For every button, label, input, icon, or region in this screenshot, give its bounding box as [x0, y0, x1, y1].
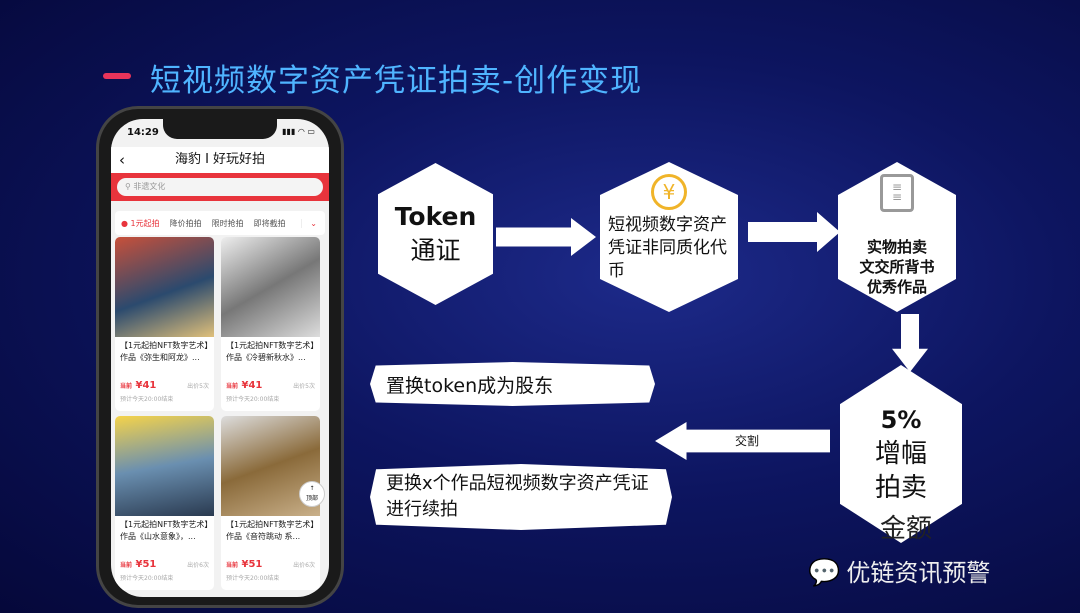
card-bids: 出价5次	[187, 383, 209, 390]
wechat-icon: 💬	[808, 558, 841, 588]
card-title: 【1元起拍NFT数字艺术】作品《山水意象》，...	[120, 520, 209, 541]
wechat-watermark: 💬 优链资讯预警	[808, 558, 991, 588]
token-label: Token	[394, 201, 477, 231]
product-card[interactable]: 【1元起拍NFT数字艺术】作品《冷碧新秋水》... 当前 ¥41 出价5次 预计…	[221, 237, 320, 411]
search-icon: ⚲	[125, 182, 134, 191]
arrow-down	[892, 314, 928, 372]
banner-reauction: 更换x个作品短视频数字资产凭证进行续拍	[370, 464, 672, 530]
status-time: 14:29	[127, 127, 159, 138]
category-tabs: ● 1元起拍 降价拍拍 限时抢拍 即将截拍 ⌄	[115, 211, 325, 235]
card-price: 当前 ¥51	[120, 559, 157, 570]
chevron-down-icon[interactable]: ⌄	[301, 218, 325, 228]
card-bids: 出价5次	[293, 383, 315, 390]
arrow-right-2	[748, 212, 840, 252]
nft-label: 短视频数字资产凭证非同质化代币	[608, 215, 727, 281]
arrow-right-1	[496, 218, 596, 256]
search-input[interactable]: ⚲ 非遗文化	[117, 178, 323, 196]
back-icon[interactable]: ‹	[119, 151, 125, 169]
nft-hexagon: ¥ 短视频数字资产凭证非同质化代币	[600, 162, 738, 312]
card-price: 当前 ¥51	[226, 559, 263, 570]
auction-hexagon: ≡≡ 实物拍卖文交所背书优秀作品	[838, 162, 956, 312]
card-title: 【1元起拍NFT数字艺术】作品《音符跳动 系...	[226, 520, 315, 541]
card-end-time: 预计今天20:00结束	[120, 396, 174, 403]
banner-shareholder: 置换token成为股东	[370, 362, 655, 406]
card-title: 【1元起拍NFT数字艺术】作品《弥生和阿龙》...	[120, 341, 209, 362]
card-end-time: 预计今天20:00结束	[226, 396, 280, 403]
phone-mockup: 14:29 ▮▮▮ ◠ ▭ ‹ 海豹 I 好玩好拍 ⚲ 非遗文化 ● 1元起拍 …	[96, 106, 344, 608]
slide-title: 短视频数字资产凭证拍卖-创作变现	[150, 63, 643, 99]
search-placeholder: 非遗文化	[133, 182, 166, 191]
amount-label: 金额	[880, 514, 933, 544]
increase-hexagon: 5% 增幅 拍卖	[840, 365, 962, 543]
tab-price-drop[interactable]: 降价拍拍	[169, 218, 202, 228]
artwork-image	[115, 416, 214, 516]
artwork-image	[115, 237, 214, 337]
product-card[interactable]: 【1元起拍NFT数字艺术】作品《弥生和阿龙》... 当前 ¥41 出价5次 预计…	[115, 237, 214, 411]
search-bar: ⚲ 非遗文化	[111, 173, 329, 201]
token-sublabel: 通证	[410, 235, 461, 265]
tab-ending[interactable]: 即将截拍	[253, 218, 286, 228]
card-price: 当前 ¥41	[120, 380, 157, 391]
auction-word: 拍卖	[874, 473, 927, 503]
artwork-image	[221, 237, 320, 337]
phone-screen: 14:29 ▮▮▮ ◠ ▭ ‹ 海豹 I 好玩好拍 ⚲ 非遗文化 ● 1元起拍 …	[111, 119, 329, 597]
back-to-top-button[interactable]: ↑顶部	[299, 481, 325, 507]
tab-1yuan[interactable]: ● 1元起拍	[121, 218, 160, 228]
increase-label: 增幅	[874, 439, 927, 469]
product-card[interactable]: 【1元起拍NFT数字艺术】作品《山水意象》，... 当前 ¥51 出价6次 预计…	[115, 416, 214, 590]
card-bids: 出价6次	[293, 562, 315, 569]
delivery-label: 交割	[735, 434, 760, 448]
app-title: 海豹 I 好玩好拍	[174, 152, 266, 167]
app-nav-bar: ‹ 海豹 I 好玩好拍	[111, 147, 329, 173]
card-bids: 出价6次	[187, 562, 209, 569]
card-end-time: 预计今天20:00结束	[120, 575, 174, 582]
increase-percent: 5%	[880, 406, 922, 434]
tab-limited[interactable]: 限时抢拍	[211, 218, 244, 228]
phone-notch	[163, 119, 277, 139]
card-price: 当前 ¥41	[226, 380, 263, 391]
title-accent-bar	[103, 73, 131, 79]
token-hexagon: Token 通证	[378, 163, 493, 305]
auction-label: 实物拍卖文交所背书优秀作品	[859, 238, 935, 296]
card-title: 【1元起拍NFT数字艺术】作品《冷碧新秋水》...	[226, 341, 315, 362]
yen-coin-icon: ¥	[651, 174, 687, 210]
list-document-icon: ≡≡	[880, 174, 914, 212]
card-end-time: 预计今天20:00结束	[226, 575, 280, 582]
status-icons: ▮▮▮ ◠ ▭	[282, 127, 315, 136]
